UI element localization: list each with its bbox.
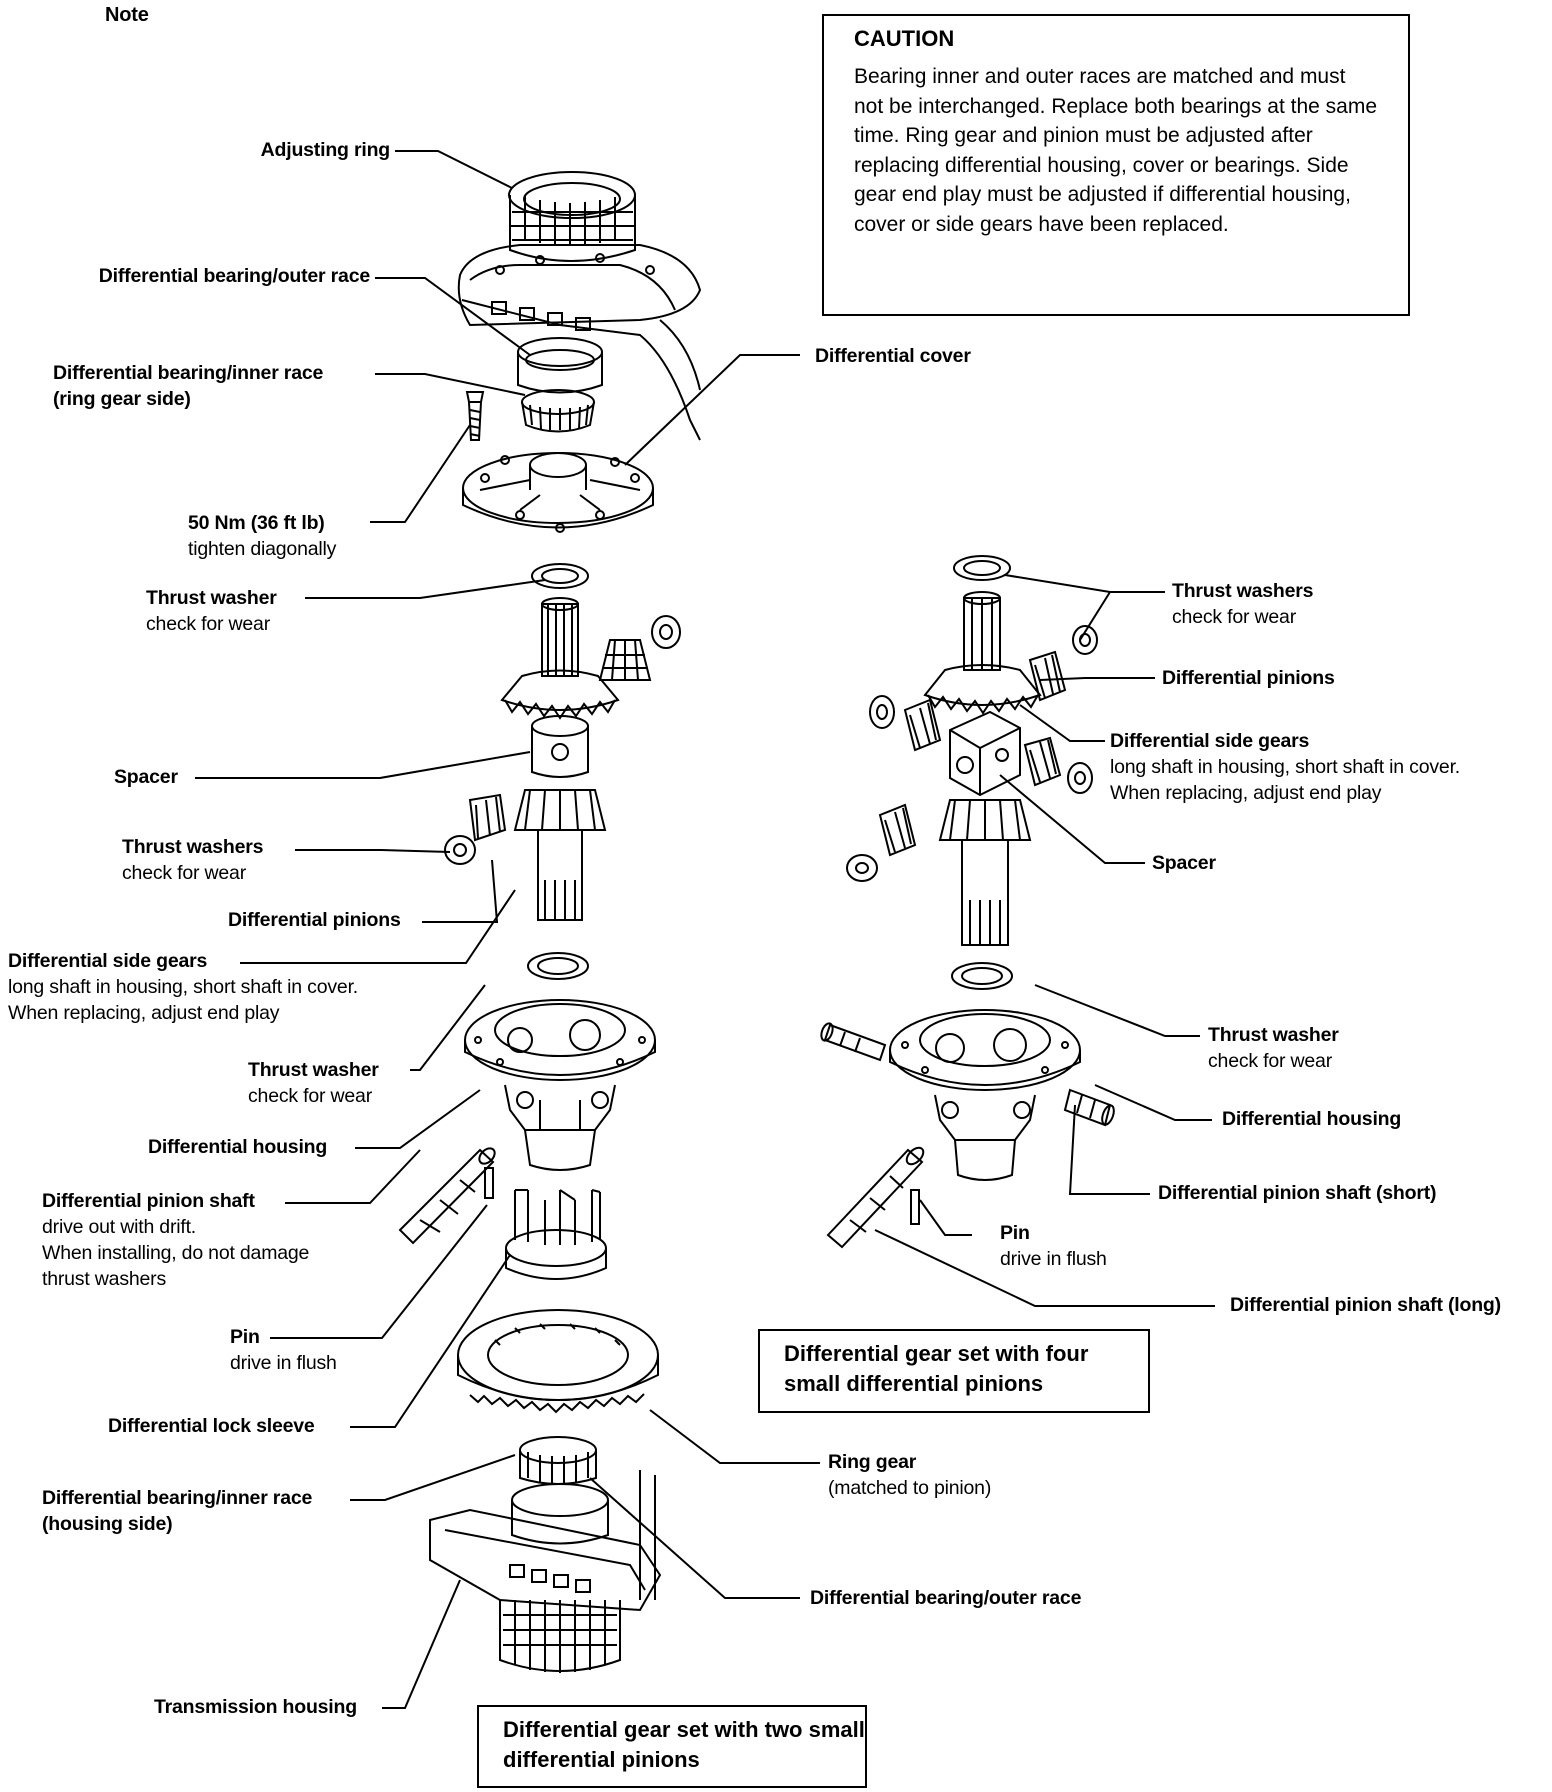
part-spacer-left — [531, 715, 589, 778]
label-differential-cover: Differential cover — [815, 345, 971, 367]
label-torque: 50 Nm (36 ft lb) tighten diagonally — [188, 512, 337, 560]
caution-title: CAUTION — [854, 26, 955, 51]
label-r-housing: Differential housing — [1222, 1108, 1402, 1130]
part-housing-section-top — [457, 244, 702, 441]
part-r-shaft-long — [826, 1146, 925, 1249]
label-inner-race-top: Differential bearing/inner race (ring ge… — [53, 362, 324, 410]
part-r-pin — [910, 1189, 920, 1225]
note-heading: Note — [105, 4, 149, 26]
part-bolt — [465, 391, 485, 441]
part-pinion-top — [598, 639, 652, 681]
label-ring-gear: Ring gear (matched to pinion) — [828, 1451, 992, 1499]
part-inner-race-bottom — [519, 1436, 597, 1485]
label-r-pinions: Differential pinions — [1162, 667, 1335, 689]
part-differential-housing — [464, 999, 656, 1171]
part-outer-race-bottom — [511, 1483, 609, 1545]
label-housing: Differential housing — [148, 1136, 328, 1158]
part-r-thrust-washer-top — [953, 555, 1011, 581]
label-adjusting-ring: Adjusting ring — [260, 139, 391, 161]
leader-lines-left — [195, 150, 820, 1709]
part-r-pinion-left — [903, 698, 942, 752]
part-r-side-gear-top — [923, 591, 1042, 715]
label-r-shaft-long: Differential pinion shaft (long) — [1230, 1294, 1501, 1316]
part-lock-sleeve — [505, 1189, 607, 1280]
part-washer-right-top — [651, 615, 681, 649]
label-inner-race-bottom: Differential bearing/inner race (housing… — [42, 1487, 313, 1535]
part-pinion-left — [468, 793, 507, 842]
caution-body: Bearing inner and outer races are matche… — [854, 65, 1378, 236]
part-r-washer-top-right — [1072, 625, 1098, 655]
part-r-shaft-short-left — [820, 1022, 887, 1062]
label-pin: Pin drive in flush — [230, 1326, 337, 1374]
part-r-differential-housing — [889, 1009, 1081, 1181]
label-r-spacer: Spacer — [1152, 852, 1216, 874]
part-thrust-washer-top — [531, 563, 589, 589]
label-lock-sleeve: Differential lock sleeve — [108, 1415, 315, 1437]
part-ring-gear — [457, 1309, 659, 1414]
label-thrust-washer-top: Thrust washer check for wear — [146, 587, 277, 635]
caption-two-pinions: Differential gear set with two small dif… — [477, 1705, 867, 1788]
part-r-washer-lower-left — [846, 854, 878, 882]
label-thrust-washer-low: Thrust washer check for wear — [248, 1059, 379, 1107]
part-r-side-gear-bottom — [938, 799, 1032, 946]
part-r-pinion-top — [1028, 650, 1067, 702]
part-pin-left — [484, 1167, 494, 1199]
part-r-washer-left — [869, 695, 895, 729]
label-pinions: Differential pinions — [228, 909, 401, 931]
label-outer-race-bottom: Differential bearing/outer race — [810, 1587, 1082, 1609]
label-r-thrust-washer: Thrust washer check for wear — [1208, 1024, 1339, 1072]
label-r-thrust-washers: Thrust washers check for wear — [1172, 580, 1314, 628]
part-washer-left — [444, 835, 476, 865]
part-r-pinion-right — [1023, 736, 1062, 787]
label-r-pin: Pin drive in flush — [1000, 1222, 1107, 1270]
part-side-gear-bottom — [513, 789, 607, 921]
label-thrust-washers: Thrust washers check for wear — [122, 836, 264, 884]
part-r-shaft-short-right — [1063, 1088, 1115, 1127]
label-outer-race-top: Differential bearing/outer race — [98, 265, 370, 287]
part-r-spacer-cube — [949, 710, 1021, 797]
part-differential-cover — [462, 452, 654, 533]
label-transmission-housing: Transmission housing — [154, 1696, 357, 1718]
label-side-gears: Differential side gears long shaft in ho… — [8, 950, 358, 1024]
part-r-washer-right — [1067, 762, 1093, 794]
part-inner-race-top — [521, 389, 595, 433]
label-pinion-shaft: Differential pinion shaft drive out with… — [42, 1190, 310, 1290]
leader-lines-right — [874, 574, 1215, 1307]
part-outer-race-top — [517, 337, 603, 394]
caption-four-pinions: Differential gear set with four small di… — [758, 1329, 1150, 1413]
part-pinion-shaft-left — [398, 1147, 496, 1245]
part-r-thrust-washer-low — [951, 962, 1013, 990]
part-thrust-washer-low — [527, 952, 589, 980]
label-r-shaft-short: Differential pinion shaft (short) — [1158, 1182, 1437, 1204]
part-transmission-housing — [429, 1470, 662, 1673]
label-spacer: Spacer — [114, 766, 178, 788]
caution-box: CAUTION Bearing inner and outer races ar… — [822, 14, 1410, 316]
part-adjusting-ring-top — [508, 171, 636, 262]
part-side-gear-top — [500, 597, 620, 720]
part-r-pinion-lower-left — [878, 803, 917, 857]
label-r-side-gears: Differential side gears long shaft in ho… — [1110, 730, 1460, 804]
